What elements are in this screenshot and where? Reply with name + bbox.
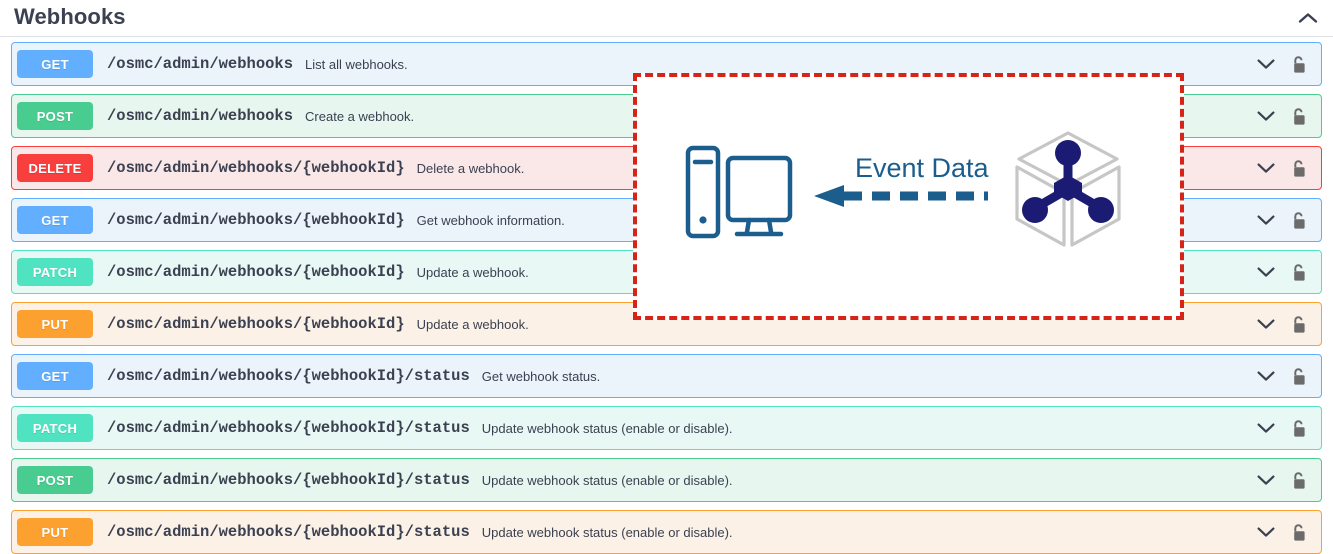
chevron-down-icon[interactable]: [1256, 210, 1276, 230]
method-badge[interactable]: GET: [17, 362, 93, 390]
operation-actions: [1256, 262, 1313, 282]
unlocked-padlock-icon[interactable]: [1290, 522, 1307, 542]
operation-row[interactable]: PATCH/osmc/admin/webhooks/{webhookId}/st…: [11, 406, 1322, 450]
operation-path: /osmc/admin/webhooks/{webhookId}/status: [107, 523, 470, 541]
cube-network-icon: [1009, 127, 1127, 258]
unlocked-padlock-icon[interactable]: [1290, 366, 1307, 386]
chevron-down-icon[interactable]: [1256, 262, 1276, 282]
event-data-diagram-overlay: Event Data: [633, 73, 1184, 320]
operation-description: Get webhook status.: [481, 368, 601, 384]
operation-row[interactable]: POST/osmc/admin/webhooks/{webhookId}/sta…: [11, 458, 1322, 502]
desktop-computer-icon: [685, 142, 793, 247]
operation-description: Create a webhook.: [305, 108, 415, 124]
operation-description: Update a webhook.: [416, 316, 529, 332]
unlocked-padlock-icon[interactable]: [1290, 54, 1307, 74]
operation-actions: [1256, 106, 1313, 126]
operation-description: Update webhook status (enable or disable…: [481, 524, 733, 540]
page-title: Webhooks: [14, 4, 126, 29]
operation-row[interactable]: GET/osmc/admin/webhooks List all webhooks…: [11, 42, 1322, 86]
operation-description: Update webhook status (enable or disable…: [481, 420, 733, 436]
operation-actions: [1256, 522, 1313, 542]
operation-actions: [1256, 418, 1313, 438]
unlocked-padlock-icon[interactable]: [1290, 418, 1307, 438]
operation-actions: [1256, 210, 1313, 230]
operation-description: Delete a webhook.: [416, 160, 525, 176]
operation-actions: [1256, 366, 1313, 386]
method-badge[interactable]: GET: [17, 50, 93, 78]
method-badge[interactable]: POST: [17, 102, 93, 130]
operation-path: /osmc/admin/webhooks: [107, 107, 294, 125]
operation-path: /osmc/admin/webhooks/{webhookId}: [107, 315, 405, 333]
method-badge[interactable]: PATCH: [17, 414, 93, 442]
chevron-down-icon[interactable]: [1256, 314, 1276, 334]
method-badge[interactable]: POST: [17, 466, 93, 494]
operation-path: /osmc/admin/webhooks/{webhookId}/status: [107, 367, 470, 385]
operation-path: /osmc/admin/webhooks/{webhookId}: [107, 263, 405, 281]
chevron-down-icon[interactable]: [1256, 54, 1276, 74]
operation-actions: [1256, 158, 1313, 178]
unlocked-padlock-icon[interactable]: [1290, 158, 1307, 178]
diagram-inner: Event Data: [637, 77, 1180, 316]
chevron-down-icon[interactable]: [1256, 366, 1276, 386]
method-badge[interactable]: PUT: [17, 310, 93, 338]
unlocked-padlock-icon[interactable]: [1290, 106, 1307, 126]
operation-path: /osmc/admin/webhooks/{webhookId}/status: [107, 419, 470, 437]
method-badge[interactable]: PUT: [17, 518, 93, 546]
chevron-down-icon[interactable]: [1256, 158, 1276, 178]
chevron-down-icon[interactable]: [1256, 522, 1276, 542]
operation-actions: [1256, 314, 1313, 334]
operation-path: /osmc/admin/webhooks: [107, 55, 294, 73]
section-header[interactable]: Webhooks: [0, 0, 1333, 37]
operation-description: Get webhook information.: [416, 212, 565, 228]
operation-actions: [1256, 54, 1313, 74]
operation-description: Update a webhook.: [416, 264, 529, 280]
unlocked-padlock-icon[interactable]: [1290, 210, 1307, 230]
chevron-down-icon[interactable]: [1256, 106, 1276, 126]
chevron-down-icon[interactable]: [1256, 470, 1276, 490]
operation-path: /osmc/admin/webhooks/{webhookId}: [107, 211, 405, 229]
chevron-up-icon[interactable]: [1295, 5, 1321, 31]
method-badge[interactable]: DELETE: [17, 154, 93, 182]
operation-row[interactable]: PUT/osmc/admin/webhooks/{webhookId}/stat…: [11, 510, 1322, 554]
chevron-down-icon[interactable]: [1256, 418, 1276, 438]
unlocked-padlock-icon[interactable]: [1290, 262, 1307, 282]
operation-description: Update webhook status (enable or disable…: [481, 472, 733, 488]
operation-path: /osmc/admin/webhooks/{webhookId}: [107, 159, 405, 177]
unlocked-padlock-icon[interactable]: [1290, 470, 1307, 490]
operation-path: /osmc/admin/webhooks/{webhookId}/status: [107, 471, 470, 489]
operation-actions: [1256, 470, 1313, 490]
operation-description: List all webhooks.: [305, 56, 408, 72]
method-badge[interactable]: GET: [17, 206, 93, 234]
method-badge[interactable]: PATCH: [17, 258, 93, 286]
diagram-label: Event Data: [855, 153, 989, 183]
unlocked-padlock-icon[interactable]: [1290, 314, 1307, 334]
dashed-left-arrow-icon: [812, 183, 990, 214]
operation-row[interactable]: GET/osmc/admin/webhooks/{webhookId}/stat…: [11, 354, 1322, 398]
